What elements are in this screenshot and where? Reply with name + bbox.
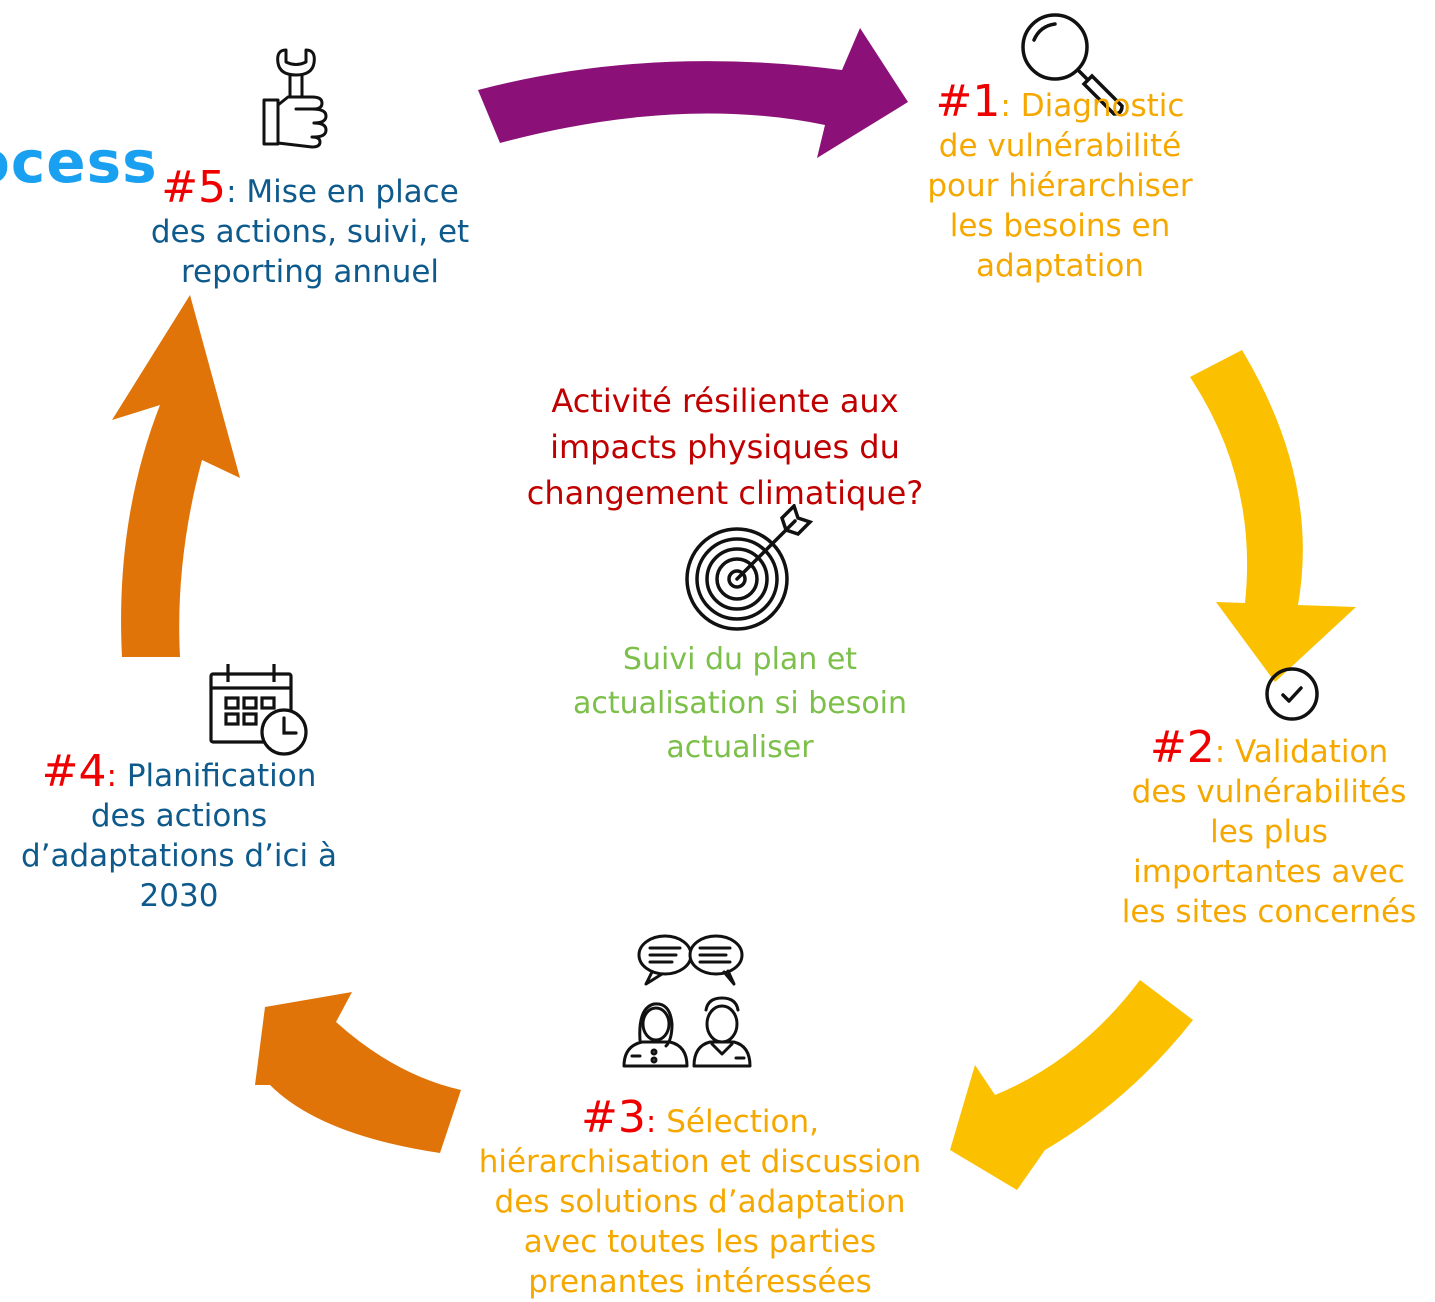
step-2-separator: : — [1214, 734, 1236, 770]
step-3-line-2: hiérarchisation et discussion — [478, 1144, 922, 1180]
step-1-line-1: Diagnostic — [1020, 88, 1185, 124]
step-3-line-3: des solutions d’adaptation — [494, 1184, 906, 1220]
step-5-separator: : — [226, 174, 247, 210]
step-3-line-4: avec toutes les parties — [523, 1224, 877, 1260]
step-3-number: #3 — [581, 1092, 646, 1143]
step-1-separator: : — [1000, 88, 1021, 124]
step-5-line-2: des actions, suivi, et — [150, 214, 470, 250]
step-4-line-4: 2030 — [139, 878, 219, 914]
heading-fragment: ocess — [0, 128, 158, 196]
step-3-separator: : — [645, 1104, 667, 1140]
step-3-title-line: #3: Sélection, — [455, 1096, 945, 1142]
step-1-line-5: adaptation — [976, 248, 1144, 284]
step-2-title-line: #2: Validation — [1105, 726, 1433, 772]
step-2-number: #2 — [1149, 722, 1215, 773]
arrow-step5-to-step1 — [478, 28, 908, 158]
center-goal: Activité résiliente aux impacts physique… — [505, 378, 945, 516]
step-5-line-3: reporting annuel — [180, 254, 440, 290]
step-2-line-2: des vulnérabilités — [1131, 774, 1407, 810]
step-1-line-3: pour hiérarchiser — [927, 168, 1193, 204]
center-goal-line-1: Activité résiliente aux — [551, 382, 899, 420]
step-4-number: #4 — [41, 746, 107, 797]
arrow-step4-to-step5 — [112, 295, 240, 657]
step-1-title-line: #1: Diagnostic — [895, 80, 1225, 126]
step-2-line-3: les plus — [1210, 814, 1328, 850]
step-2-line-1: Validation — [1235, 734, 1389, 770]
step-1-number: #1 — [935, 76, 1001, 127]
arrow-step3-to-step4 — [255, 992, 461, 1153]
center-goal-line-2: impacts physiques du — [550, 428, 900, 466]
step-3-block: #3: Sélection, hiérarchisation et discus… — [455, 1096, 945, 1302]
check-circle-icon — [1265, 667, 1319, 721]
step-4-block: #4: Planification des actions d’adaptati… — [5, 750, 353, 916]
step-5-line-1: Mise en place — [246, 174, 459, 210]
step-3-line-1: Sélection, — [666, 1104, 819, 1140]
step-5-title-line: #5: Mise en place — [140, 166, 480, 212]
center-follow-line-3: actualiser — [666, 730, 814, 765]
wrench-hand-icon — [262, 48, 328, 149]
arrow-step1-to-step2 — [1190, 350, 1356, 682]
center-follow-line-1: Suivi du plan et — [622, 642, 858, 677]
step-2-block: #2: Validation des vulnérabilités les pl… — [1105, 726, 1433, 932]
magnifier-icon — [1021, 13, 1124, 116]
arrow-step2-to-step3 — [950, 980, 1193, 1190]
step-1-line-2: de vulnérabilité — [938, 128, 1182, 164]
discussion-people-icon — [622, 934, 752, 1068]
target-arrow-icon — [685, 504, 814, 631]
step-1-line-4: les besoins en — [949, 208, 1171, 244]
step-5-block: #5: Mise en place des actions, suivi, et… — [140, 166, 480, 292]
step-4-line-2: des actions — [90, 798, 268, 834]
center-follow-up: Suivi du plan et actualisation si besoin… — [540, 638, 940, 770]
step-4-separator: : — [106, 758, 127, 794]
step-1-block: #1: Diagnostic de vulnérabilité pour hié… — [895, 80, 1225, 286]
step-2-line-4: importantes avec — [1133, 854, 1405, 890]
step-3-line-5: prenantes intéressées — [528, 1264, 872, 1300]
step-2-line-5: les sites concernés — [1121, 894, 1417, 930]
center-goal-line-3: changement climatique? — [526, 474, 924, 512]
center-follow-line-2: actualisation si besoin — [572, 686, 908, 721]
step-5-number: #5 — [161, 162, 227, 213]
step-4-line-1: Planification — [126, 758, 317, 794]
step-4-line-3: d’adaptations d’ici à — [20, 838, 338, 874]
calendar-clock-icon — [209, 664, 308, 756]
step-4-title-line: #4: Planification — [5, 750, 353, 796]
